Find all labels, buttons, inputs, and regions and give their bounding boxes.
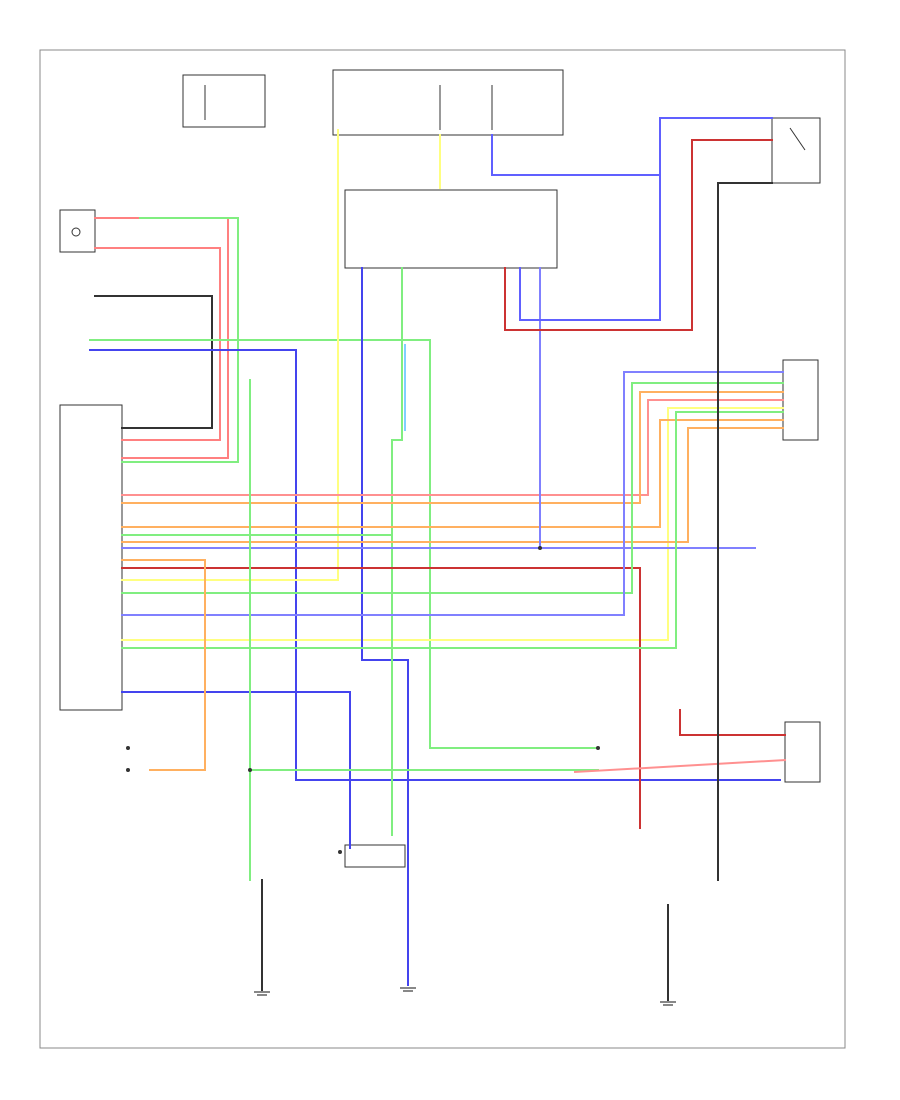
wire-blue-top-2 bbox=[519, 174, 661, 321]
wire-pink-2 bbox=[121, 391, 784, 504]
wire-darkred-engine bbox=[679, 709, 786, 736]
wire-green-center bbox=[121, 267, 403, 536]
pcm-box bbox=[344, 189, 558, 269]
wire-blue-pcm-bottom bbox=[121, 691, 351, 849]
wire-yellow-lower bbox=[121, 407, 784, 641]
ground-center bbox=[400, 987, 416, 992]
wire-yellow-fuse bbox=[121, 129, 339, 581]
transmission-switch-box bbox=[771, 117, 821, 184]
wire-red-indicator-2 bbox=[94, 247, 221, 441]
wire-pink-1 bbox=[121, 399, 784, 496]
wire-blue-top bbox=[491, 117, 773, 176]
ground-left bbox=[254, 991, 270, 996]
wire-green-590 bbox=[121, 382, 784, 594]
wire-green-mid bbox=[89, 339, 599, 749]
fuse-box-left bbox=[182, 74, 266, 128]
junction-dots bbox=[126, 546, 600, 854]
diagram-border bbox=[39, 49, 846, 1049]
wire-orange-2 bbox=[121, 427, 784, 543]
a-t-control-unit-box bbox=[59, 404, 123, 711]
wire-grey-ground bbox=[94, 295, 213, 429]
wire-orange-left bbox=[121, 559, 206, 771]
fuse-box-center bbox=[332, 69, 564, 136]
wire-black-right bbox=[717, 182, 773, 881]
wire-blue-main bbox=[89, 349, 781, 781]
wire-blue-pcm-left bbox=[361, 267, 409, 986]
indicator-box bbox=[59, 209, 96, 253]
wire-blue-615 bbox=[121, 371, 784, 616]
engine-control-box bbox=[784, 721, 821, 783]
wire-orange-1 bbox=[121, 419, 784, 528]
wire-pink-engine bbox=[573, 758, 787, 774]
shift-actuator-box bbox=[344, 844, 406, 868]
wire-red-indicator bbox=[94, 217, 229, 459]
wire-darkred bbox=[121, 567, 641, 829]
speed-sensor-box bbox=[782, 359, 819, 441]
wire-green-648 bbox=[121, 411, 784, 649]
wire-purple-1 bbox=[121, 267, 541, 549]
ground-right bbox=[660, 1001, 676, 1006]
wire-darkred-top bbox=[504, 139, 773, 331]
